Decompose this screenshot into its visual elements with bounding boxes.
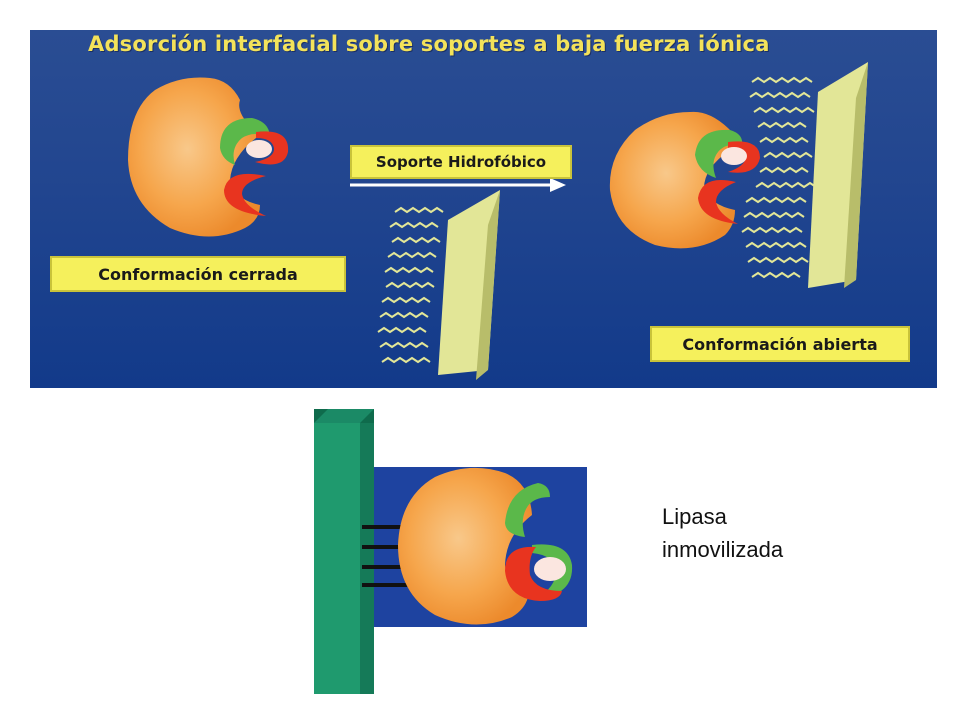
enzyme-closed-body — [128, 77, 260, 237]
enzyme-immobilized-active-site — [534, 557, 566, 581]
label-open-conformation: Conformación abierta — [650, 326, 910, 362]
immobilized-lipase-diagram — [314, 409, 587, 694]
hydrophobic-chains-middle — [377, 206, 444, 364]
hydrophobic-support-middle — [377, 190, 500, 380]
enzyme-closed-red-lower — [224, 173, 266, 216]
label-hydrophobic-support: Soporte Hidrofóbico — [350, 145, 572, 179]
enzyme-immobilized-green-lower — [532, 544, 573, 599]
hydrophobic-chains-right — [741, 76, 817, 279]
diagram-title: Adsorción interfacial sobre soportes a b… — [88, 32, 770, 56]
enzyme-closed-active-site — [246, 140, 272, 158]
enzyme-open-red-lower — [698, 180, 738, 224]
label-closed-conformation: Conformación cerrada — [50, 256, 346, 292]
process-arrow — [350, 178, 566, 192]
enzyme-closed-green-lid — [220, 118, 270, 165]
enzyme-closed — [128, 77, 289, 237]
enzyme-immobilized-body — [398, 467, 532, 625]
enzyme-open-red-top — [728, 141, 760, 173]
hydrophobic-support-right — [741, 62, 868, 288]
enzyme-immobilized — [398, 467, 573, 625]
enzyme-open-active-site — [721, 147, 747, 165]
enzyme-immobilized-green-lid — [505, 483, 550, 537]
immobilized-lipase-caption: Lipasa inmovilizada — [662, 500, 783, 566]
caption-line-2: inmovilizada — [662, 537, 784, 562]
adsorption-diagram-panel: Adsorción interfacial sobre soportes a b… — [30, 30, 937, 388]
top-diagram-graphics — [128, 62, 868, 380]
immobilization-support — [314, 409, 374, 694]
caption-line-1: Lipasa — [662, 504, 727, 529]
enzyme-closed-red-top — [255, 131, 289, 165]
enzyme-open — [609, 111, 760, 249]
enzyme-immobilized-red-site — [505, 546, 562, 601]
